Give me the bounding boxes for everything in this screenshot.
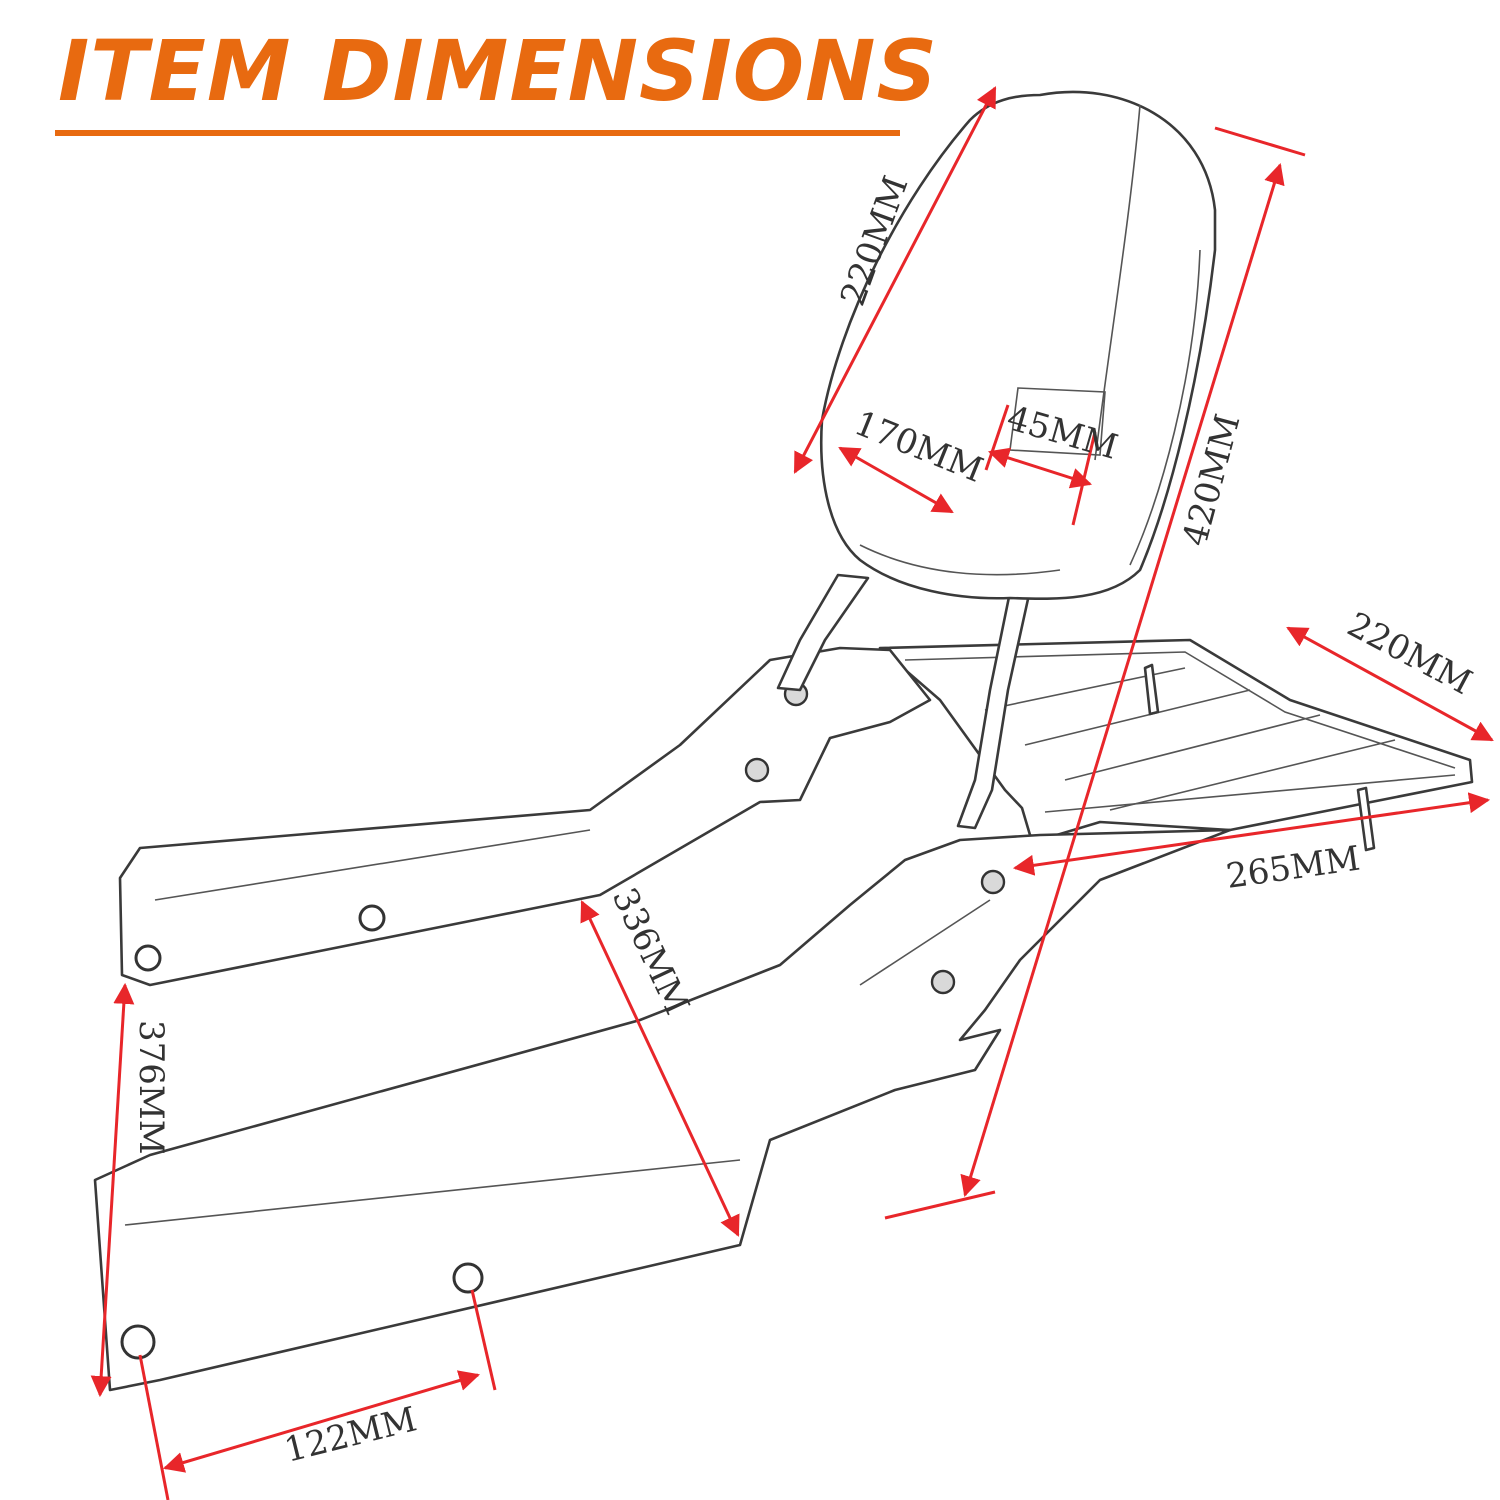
title-underline — [55, 130, 900, 136]
dimension-lines — [90, 86, 1494, 1500]
dim-line-pad-width — [838, 446, 954, 514]
mount-hole — [134, 944, 162, 972]
bolt — [930, 969, 956, 995]
page-title: ITEM DIMENSIONS — [58, 22, 938, 120]
dim-line-rack-length — [1012, 792, 1491, 876]
dim-label-rack-width: 220MM — [1341, 605, 1479, 703]
bolt — [980, 869, 1006, 895]
dim-label-rack-length: 265MM — [1224, 839, 1363, 897]
dim-line-bracket-span — [90, 982, 135, 1398]
dim-ext-total-height — [1214, 126, 1306, 157]
dim-line-hole-spacing — [162, 1370, 481, 1473]
dim-line-rack-width — [1286, 626, 1494, 742]
mount-hole — [358, 904, 386, 932]
left-side-plate — [118, 646, 932, 987]
dim-line-side-plate-height — [580, 900, 740, 1237]
mount-hole — [120, 1324, 156, 1360]
dim-label-side-plate-height: 336MM — [604, 882, 697, 1021]
dim-line-pad-height — [793, 86, 997, 474]
dim-label-bracket-span: 376MM — [131, 1020, 171, 1155]
dim-ext-total-height — [884, 1190, 996, 1220]
dim-label-hole-spacing: 122MM — [281, 1399, 421, 1470]
dim-ext-hole-spacing — [470, 1289, 497, 1391]
bolt — [744, 757, 770, 783]
dim-line-total-height — [960, 162, 1285, 1198]
dim-label-total-height: 420MM — [1175, 410, 1248, 550]
mount-hole — [452, 1262, 484, 1294]
backrest-pad — [819, 90, 1217, 601]
dim-ext-hole-spacing — [138, 1354, 170, 1500]
